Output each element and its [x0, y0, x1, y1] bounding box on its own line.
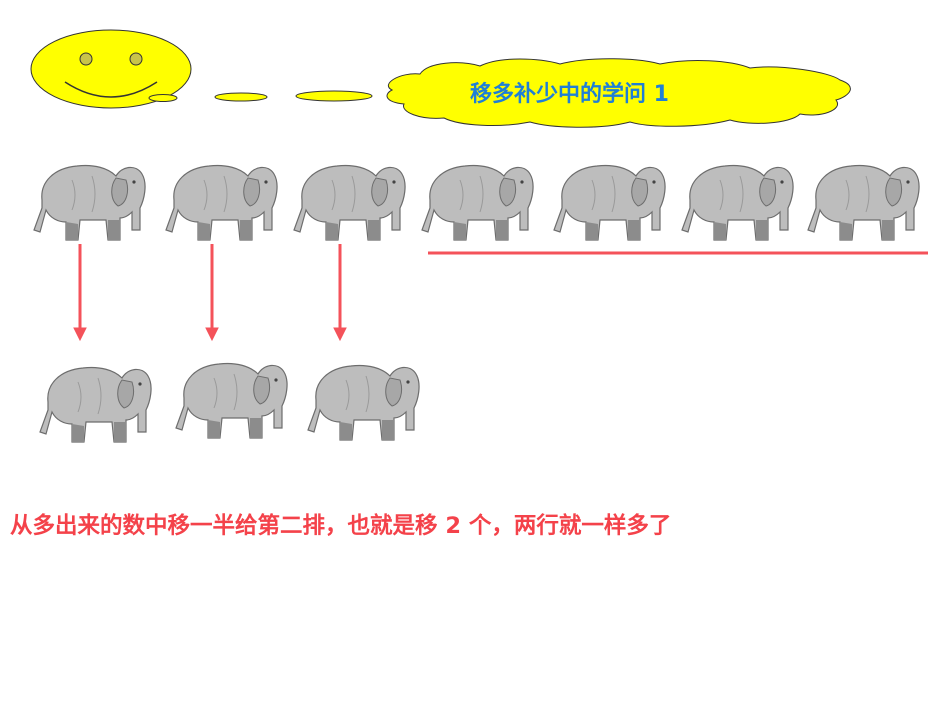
move-arrows: [73, 244, 347, 342]
elephant-icon: [175, 362, 288, 439]
elephant-icon: [39, 366, 152, 443]
elephant-icon: [33, 164, 146, 241]
slide-caption: 从多出来的数中移一半给第二排，也就是移 2 个，两行就一样多了: [10, 513, 672, 539]
title-cloud: [386, 58, 851, 128]
elephant-icon: [293, 164, 406, 241]
smiley-face-icon: [30, 29, 192, 109]
down-arrow-icon: [73, 244, 87, 342]
slide-title: 移多补少中的学问 1: [470, 82, 669, 107]
elephant-icon: [681, 164, 794, 241]
down-arrow-icon: [205, 244, 219, 342]
down-arrow-icon: [333, 244, 347, 342]
elephant-icon: [165, 164, 278, 241]
top-row: [33, 164, 920, 241]
elephant-icon: [307, 364, 420, 441]
elephant-icon: [807, 164, 920, 241]
elephant-icon: [421, 164, 534, 241]
elephant-icon: [553, 164, 666, 241]
thought-trail: [148, 90, 373, 102]
bottom-row: [39, 362, 420, 443]
